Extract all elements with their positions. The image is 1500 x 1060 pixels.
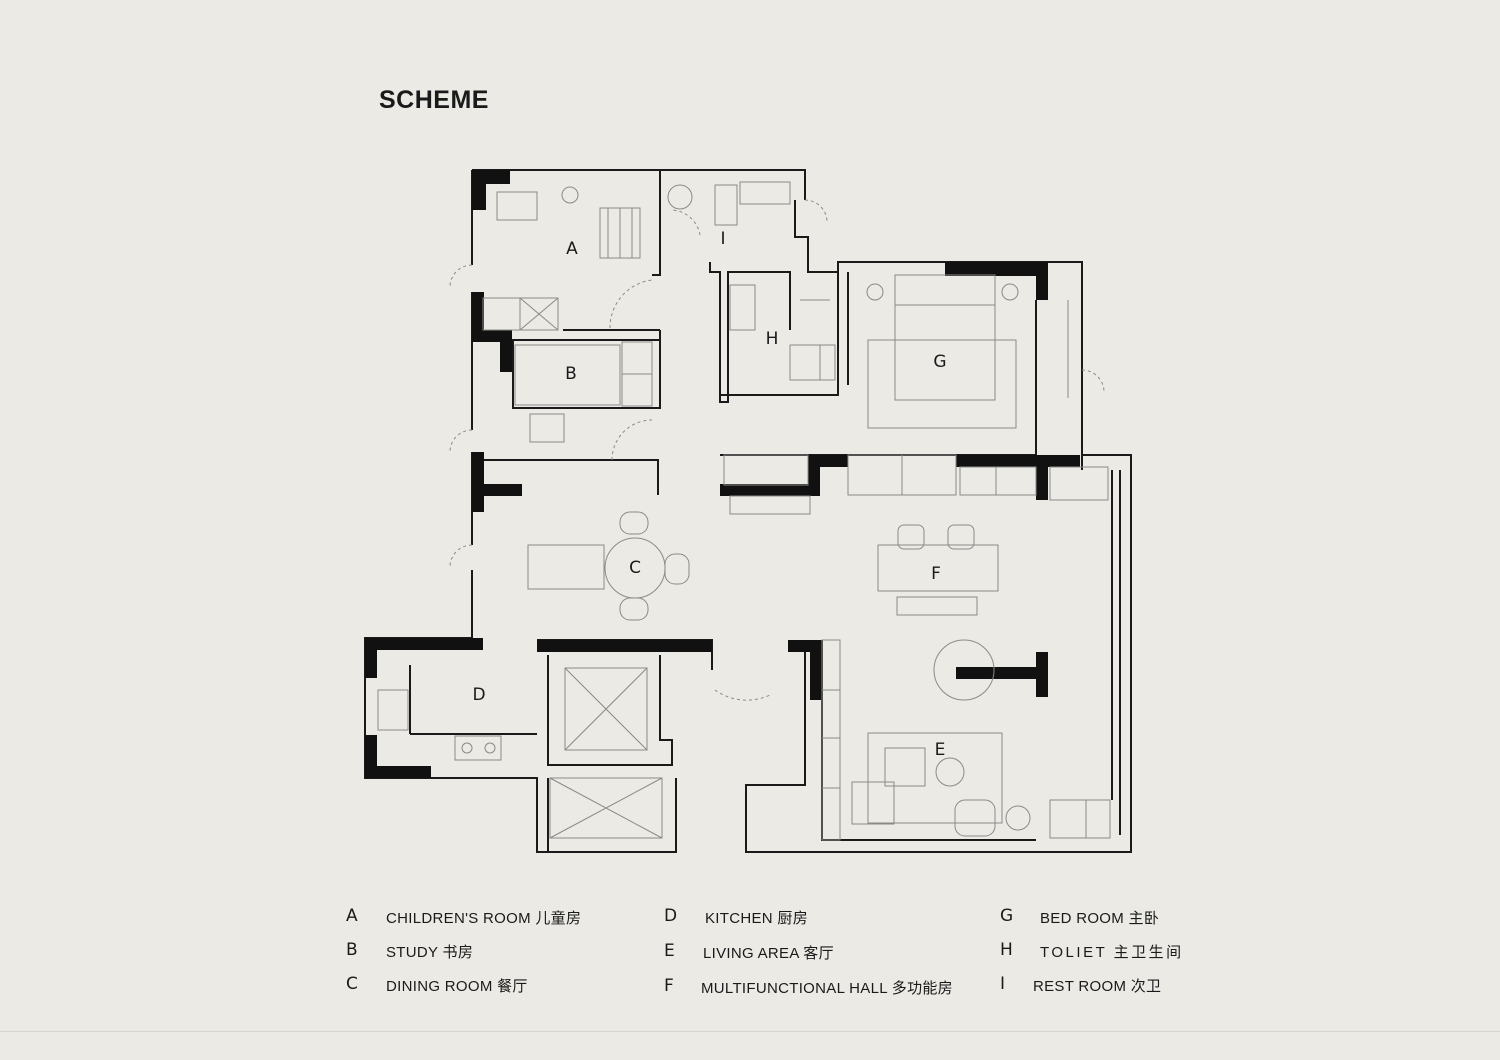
legend-letter: A (346, 906, 358, 926)
legend-name: LIVING AREA 客厅 (703, 945, 834, 962)
room-label-a: A (566, 239, 578, 259)
room-label-i: I (720, 229, 726, 249)
furniture (377, 181, 1111, 841)
room-label-c: C (629, 558, 641, 578)
legend-letter: G (1000, 906, 1014, 926)
solid-walls (365, 170, 1080, 778)
legend-name: MULTIFUNCTIONAL HALL 多功能房 (701, 980, 953, 997)
legend-letter: B (346, 940, 358, 960)
legend-letter: I (1000, 974, 1006, 994)
legend-name: REST ROOM 次卫 (1033, 978, 1162, 995)
legend-name: DINING ROOM 餐厅 (386, 978, 528, 995)
legend-letter: C (346, 974, 358, 994)
room-label-e: E (934, 740, 946, 760)
legend-name: KITCHEN 厨房 (705, 910, 809, 927)
footer-rule (0, 1031, 1500, 1032)
legend-letter: E (664, 941, 675, 961)
legend-letter: H (1000, 940, 1013, 960)
room-label-b: B (565, 364, 577, 384)
legend-name: BED ROOM 主卧 (1040, 910, 1160, 927)
legend-letter: F (664, 976, 674, 996)
room-label-d: D (472, 685, 486, 705)
room-label-f: F (931, 564, 941, 584)
legend-name: TOLIET 主卫生间 (1040, 944, 1184, 961)
page-title: SCHEME (379, 86, 489, 114)
legend-name: CHILDREN'S ROOM 儿童房 (386, 910, 582, 927)
legend-letter: D (664, 906, 678, 926)
room-label-g: G (933, 352, 947, 372)
room-label-h: H (765, 329, 779, 349)
legend-name: STUDY 书房 (386, 944, 474, 961)
